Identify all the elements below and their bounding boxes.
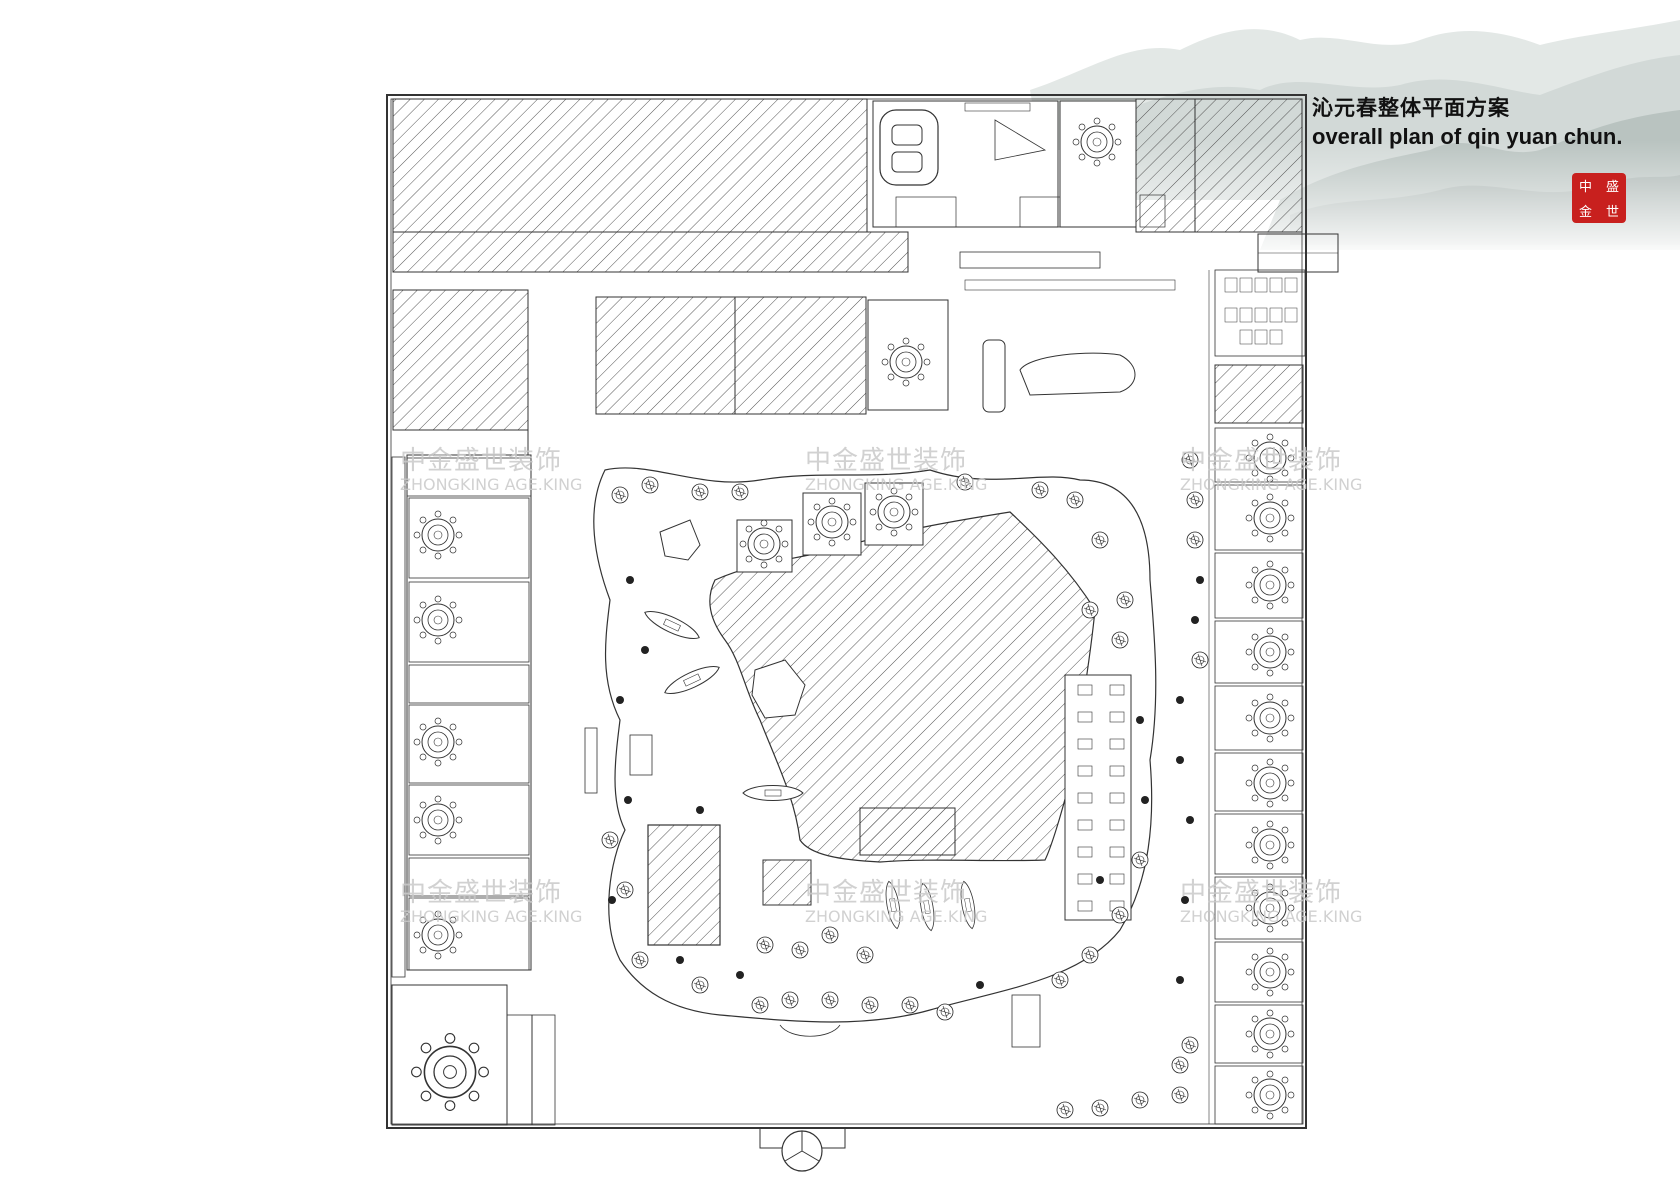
seal-char: 中 — [1578, 180, 1592, 195]
seal-stamp-icon: 中 盛 金 世 — [1572, 173, 1626, 223]
title-en: overall plan of qin yuan chun. — [1312, 124, 1623, 149]
seal-char: 盛 — [1605, 180, 1619, 195]
title-cn: 沁元春整体平面方案 — [1312, 96, 1510, 120]
seal-char: 世 — [1605, 205, 1619, 220]
sheet-title: 沁元春整体平面方案 overall plan of qin yuan chun. — [1312, 92, 1622, 150]
seal-char: 金 — [1578, 205, 1592, 220]
